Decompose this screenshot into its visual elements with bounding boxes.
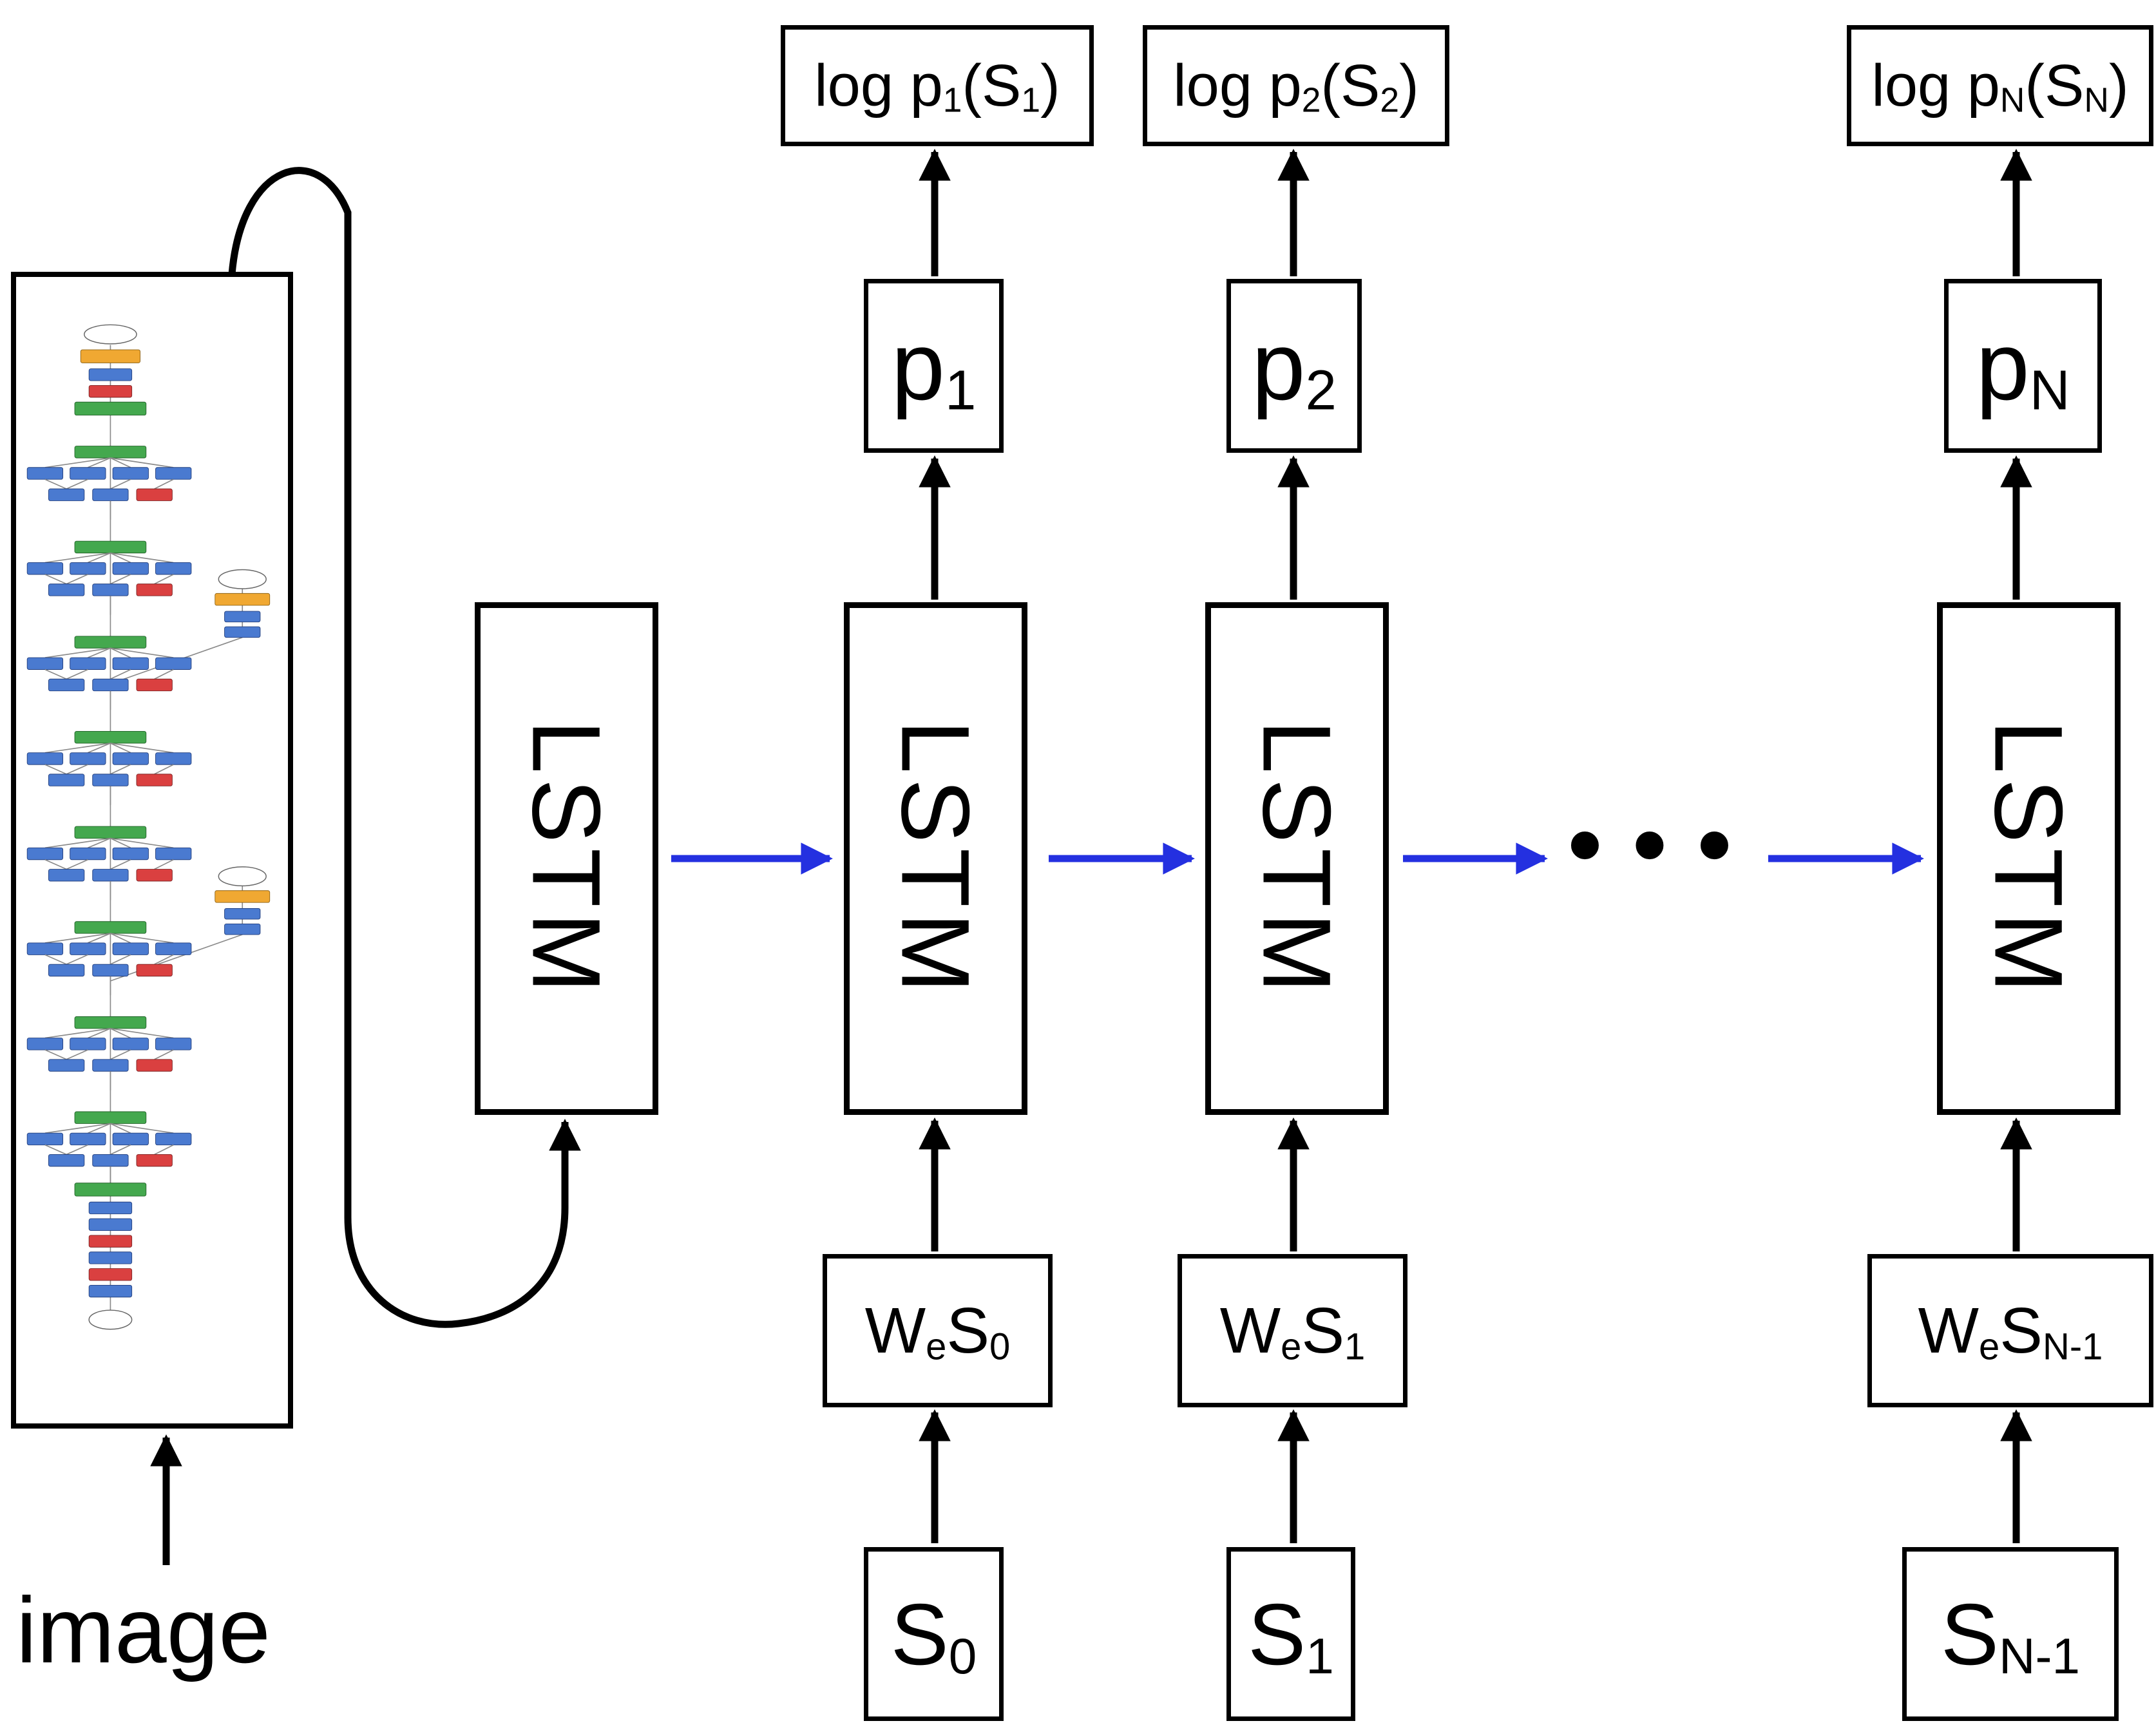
we-sn1-box: WeSN-1 bbox=[1867, 1254, 2153, 1407]
lstm-label: LSTM bbox=[1975, 719, 2083, 998]
log-p1-label: log p1(S1) bbox=[814, 52, 1060, 120]
pn-box: pN bbox=[1944, 279, 2102, 453]
lstm-box-2: LSTM bbox=[1205, 602, 1389, 1115]
we-s0-label: WeS0 bbox=[864, 1294, 1011, 1367]
sn1-label: SN-1 bbox=[1940, 1585, 2081, 1684]
we-s0-box: WeS0 bbox=[823, 1254, 1053, 1407]
lstm-box-0: LSTM bbox=[475, 602, 658, 1115]
cnn-box bbox=[11, 272, 293, 1429]
pn-label: pN bbox=[1976, 311, 2070, 422]
we-s1-box: WeS1 bbox=[1178, 1254, 1407, 1407]
s0-box: S0 bbox=[864, 1547, 1004, 1721]
p1-box: p1 bbox=[864, 279, 1004, 453]
s1-box: S1 bbox=[1226, 1547, 1355, 1721]
lstm-box-n: LSTM bbox=[1937, 602, 2121, 1115]
p2-box: p2 bbox=[1226, 279, 1362, 453]
p1-label: p1 bbox=[891, 311, 977, 422]
we-sn1-label: WeSN-1 bbox=[1918, 1294, 2103, 1367]
sn1-box: SN-1 bbox=[1902, 1547, 2119, 1721]
lstm-label: LSTM bbox=[1243, 719, 1351, 998]
image-label: image bbox=[16, 1578, 271, 1682]
lstm-label: LSTM bbox=[882, 719, 990, 998]
log-p2-label: log p2(S2) bbox=[1173, 52, 1419, 120]
ellipsis-dots: ••• bbox=[1568, 790, 1762, 898]
lstm-label: LSTM bbox=[513, 719, 621, 998]
we-s1-label: WeS1 bbox=[1219, 1294, 1366, 1367]
lstm-box-1: LSTM bbox=[844, 602, 1027, 1115]
s1-label: S1 bbox=[1248, 1585, 1334, 1684]
log-p1-box: log p1(S1) bbox=[781, 25, 1094, 146]
log-pn-box: log pN(SN) bbox=[1847, 25, 2153, 146]
s0-label: S0 bbox=[890, 1585, 977, 1684]
log-pn-label: log pN(SN) bbox=[1871, 52, 2129, 120]
cnn-diagram bbox=[26, 324, 271, 1330]
p2-label: p2 bbox=[1252, 311, 1337, 422]
log-p2-box: log p2(S2) bbox=[1143, 25, 1449, 146]
